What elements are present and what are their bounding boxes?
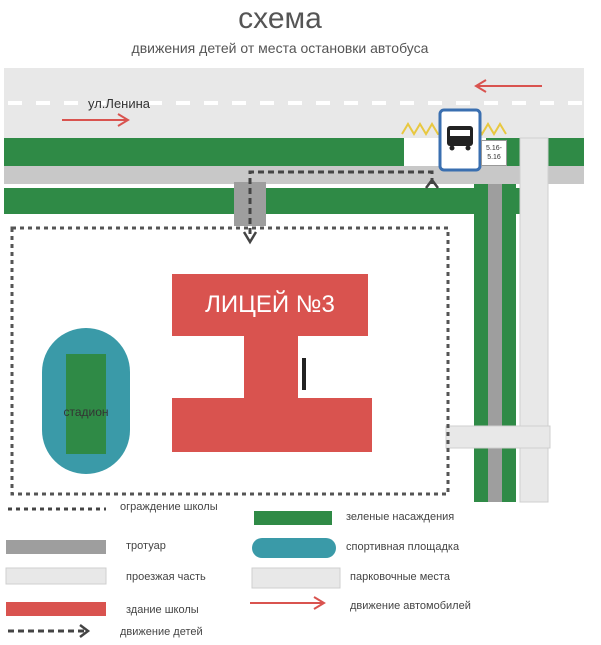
legend-label-school: здание школы (126, 604, 199, 616)
legend-label-fence: ограждение школы (120, 501, 218, 513)
school-entrance (302, 358, 306, 390)
bus-stop-icon (438, 108, 482, 172)
car-arrow-left (474, 79, 542, 93)
legend-label-parking: парковочные места (350, 571, 450, 583)
legend-swatch-school (6, 602, 106, 616)
legend-swatch-cars (250, 596, 326, 610)
green-strip-vertical-left (474, 184, 488, 502)
legend-label-sidewalk: тротуар (126, 540, 166, 552)
stadium-label: стадион (63, 405, 108, 419)
car-arrow-right (62, 113, 130, 127)
legend-label-green: зеленые насаждения (346, 511, 455, 523)
legend-swatch-parking (251, 567, 341, 589)
legend-swatch-road (5, 567, 107, 585)
sidewalk-horizontal (4, 166, 584, 184)
legend-label-road: проезжая часть (126, 571, 206, 583)
school-building-top (172, 274, 368, 336)
legend-label-cars: движение автомобилей (350, 600, 471, 612)
sidewalk-vertical (488, 184, 502, 502)
green-strip-top (4, 138, 404, 166)
page-subtitle: движения детей от места остановки автобу… (131, 40, 429, 56)
bus-stop-plate-line-1: 5.16- (486, 145, 502, 152)
children-route (242, 170, 439, 245)
legend-swatch-green (254, 511, 332, 525)
school-building-bottom (172, 398, 372, 452)
legend-swatch-children (8, 624, 91, 638)
legend-label-sports: спортивная площадка (346, 541, 460, 553)
legend-swatch-sidewalk (6, 540, 106, 554)
bus-stop-plate: 5.16- 5.16 (481, 140, 507, 166)
bus-stop-plate-line-2: 5.16 (487, 154, 501, 161)
stadium-field (66, 354, 106, 454)
street-label: ул.Ленина (88, 96, 151, 111)
school-building-middle (244, 336, 298, 398)
legend-label-children: движение детей (120, 626, 203, 638)
page-title: схема (238, 2, 322, 35)
parking-area (445, 425, 551, 449)
school-label: ЛИЦЕЙ №3 (205, 290, 335, 318)
legend-swatch-sports (252, 538, 336, 558)
school-fence (10, 226, 450, 496)
green-strip-vertical-right (502, 184, 516, 502)
